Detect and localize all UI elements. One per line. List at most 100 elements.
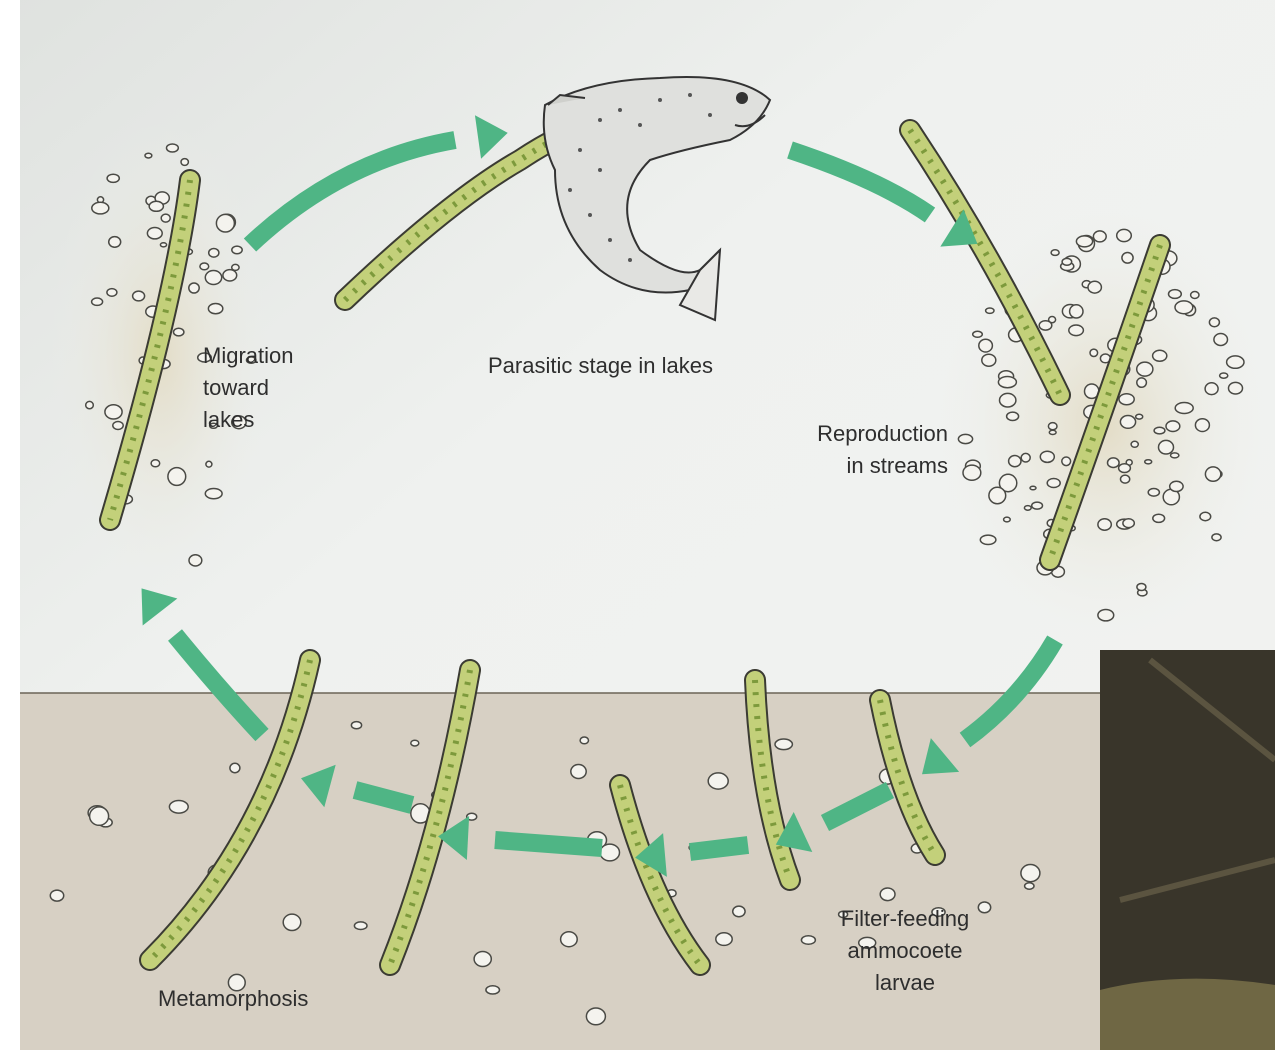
pebble-icon: [1024, 506, 1031, 511]
pebble-icon: [107, 289, 117, 297]
pebble-icon: [1021, 865, 1040, 882]
pebble-icon: [880, 888, 895, 901]
pebble-icon: [998, 377, 1016, 388]
pebble-icon: [1117, 229, 1132, 241]
pebble-icon: [92, 298, 103, 305]
pebble-icon: [86, 401, 94, 408]
pebble-icon: [145, 153, 152, 158]
reproduction-label-line-1: Reproduction: [780, 418, 948, 450]
pebble-icon: [50, 890, 63, 901]
pebble-icon: [1121, 475, 1130, 483]
pebble-icon: [354, 922, 367, 930]
pebble-icon: [1154, 427, 1165, 434]
pebble-icon: [963, 465, 981, 480]
pebble-icon: [109, 237, 121, 248]
pebble-icon: [486, 986, 500, 994]
pebble-icon: [216, 214, 234, 232]
pebble-icon: [1090, 349, 1098, 356]
pebble-icon: [1048, 423, 1057, 430]
pebble-icon: [708, 773, 728, 789]
pebble-icon: [801, 936, 815, 945]
page-left-edge: [0, 0, 20, 1050]
pebble-icon: [168, 468, 186, 486]
pebble-icon: [1220, 373, 1228, 378]
pebble-icon: [1049, 430, 1056, 434]
pebble-icon: [1051, 250, 1059, 256]
pebble-icon: [571, 765, 586, 779]
migration-label-line-3: lakes: [203, 404, 293, 436]
pebble-icon: [169, 801, 188, 814]
pebble-icon: [1137, 362, 1153, 376]
migration-label-line-2: toward: [203, 372, 293, 404]
pebble-icon: [1088, 281, 1101, 293]
filter-feeding-label-line-2: ammocoete: [815, 935, 995, 967]
pebble-icon: [973, 331, 983, 337]
filter-feeding-label: Filter-feeding ammocoete larvae: [815, 903, 995, 999]
pebble-icon: [113, 422, 123, 430]
pebble-icon: [1119, 394, 1134, 405]
pebble-icon: [411, 740, 419, 746]
pebble-icon: [206, 461, 212, 467]
pebble-icon: [1200, 512, 1211, 520]
pebble-icon: [1195, 419, 1209, 432]
pebble-icon: [600, 844, 619, 861]
pebble-icon: [92, 202, 109, 214]
pebble-icon: [1040, 451, 1054, 462]
pebble-icon: [986, 308, 994, 313]
pebble-icon: [1136, 414, 1143, 419]
pebble-icon: [1227, 356, 1244, 368]
pebble-icon: [1039, 321, 1052, 330]
pebble-icon: [1122, 252, 1133, 263]
pebble-icon: [283, 914, 301, 930]
pebble-icon: [1070, 305, 1083, 318]
pebble-icon: [151, 460, 160, 467]
pebble-icon: [716, 933, 732, 946]
pebble-icon: [1159, 440, 1174, 454]
pebble-icon: [209, 249, 219, 258]
pebble-icon: [1170, 481, 1183, 491]
pebble-icon: [1030, 486, 1036, 490]
pebble-icon: [1171, 453, 1179, 458]
pebble-icon: [1214, 334, 1228, 346]
cycle-arrow-6: [495, 840, 602, 848]
pebble-icon: [1205, 383, 1218, 395]
pebble-icon: [1047, 479, 1060, 488]
pebble-icon: [181, 159, 188, 166]
pebble-icon: [1119, 464, 1131, 473]
pebble-icon: [982, 354, 996, 366]
pebble-icon: [979, 339, 993, 352]
pebble-icon: [189, 555, 202, 566]
pebble-icon: [90, 807, 109, 825]
pebble-icon: [1093, 231, 1106, 242]
lamprey-photo-detail: [1100, 979, 1275, 1050]
pebble-icon: [561, 932, 578, 947]
pebble-icon: [1229, 382, 1243, 394]
pebble-icon: [1175, 301, 1193, 314]
pebble-icon: [989, 487, 1006, 503]
filter-feeding-label-line-1: Filter-feeding: [815, 903, 995, 935]
pebble-icon: [1169, 290, 1182, 299]
pebble-icon: [733, 906, 745, 917]
pebble-icon: [1191, 292, 1199, 299]
cycle-arrow-5: [690, 845, 748, 852]
pebble-icon: [958, 434, 972, 443]
pebble-icon: [1153, 350, 1167, 361]
pebble-icon: [149, 201, 163, 211]
pebble-icon: [167, 144, 179, 152]
pebble-icon: [223, 270, 237, 281]
pebble-icon: [1175, 403, 1193, 414]
pebble-icon: [230, 763, 240, 772]
pebble-icon: [200, 263, 209, 270]
pebble-icon: [205, 271, 221, 285]
parasitic-label: Parasitic stage in lakes: [488, 350, 713, 382]
pebble-icon: [1062, 457, 1071, 466]
pebble-icon: [1212, 534, 1221, 541]
pebble-icon: [1137, 378, 1147, 387]
pebble-icon: [1145, 460, 1152, 464]
reproduction-label-line-2: in streams: [780, 450, 948, 482]
pebble-icon: [474, 952, 491, 967]
pebble-icon: [980, 535, 996, 544]
pebble-icon: [1025, 883, 1034, 889]
pebble-icon: [1209, 318, 1219, 327]
